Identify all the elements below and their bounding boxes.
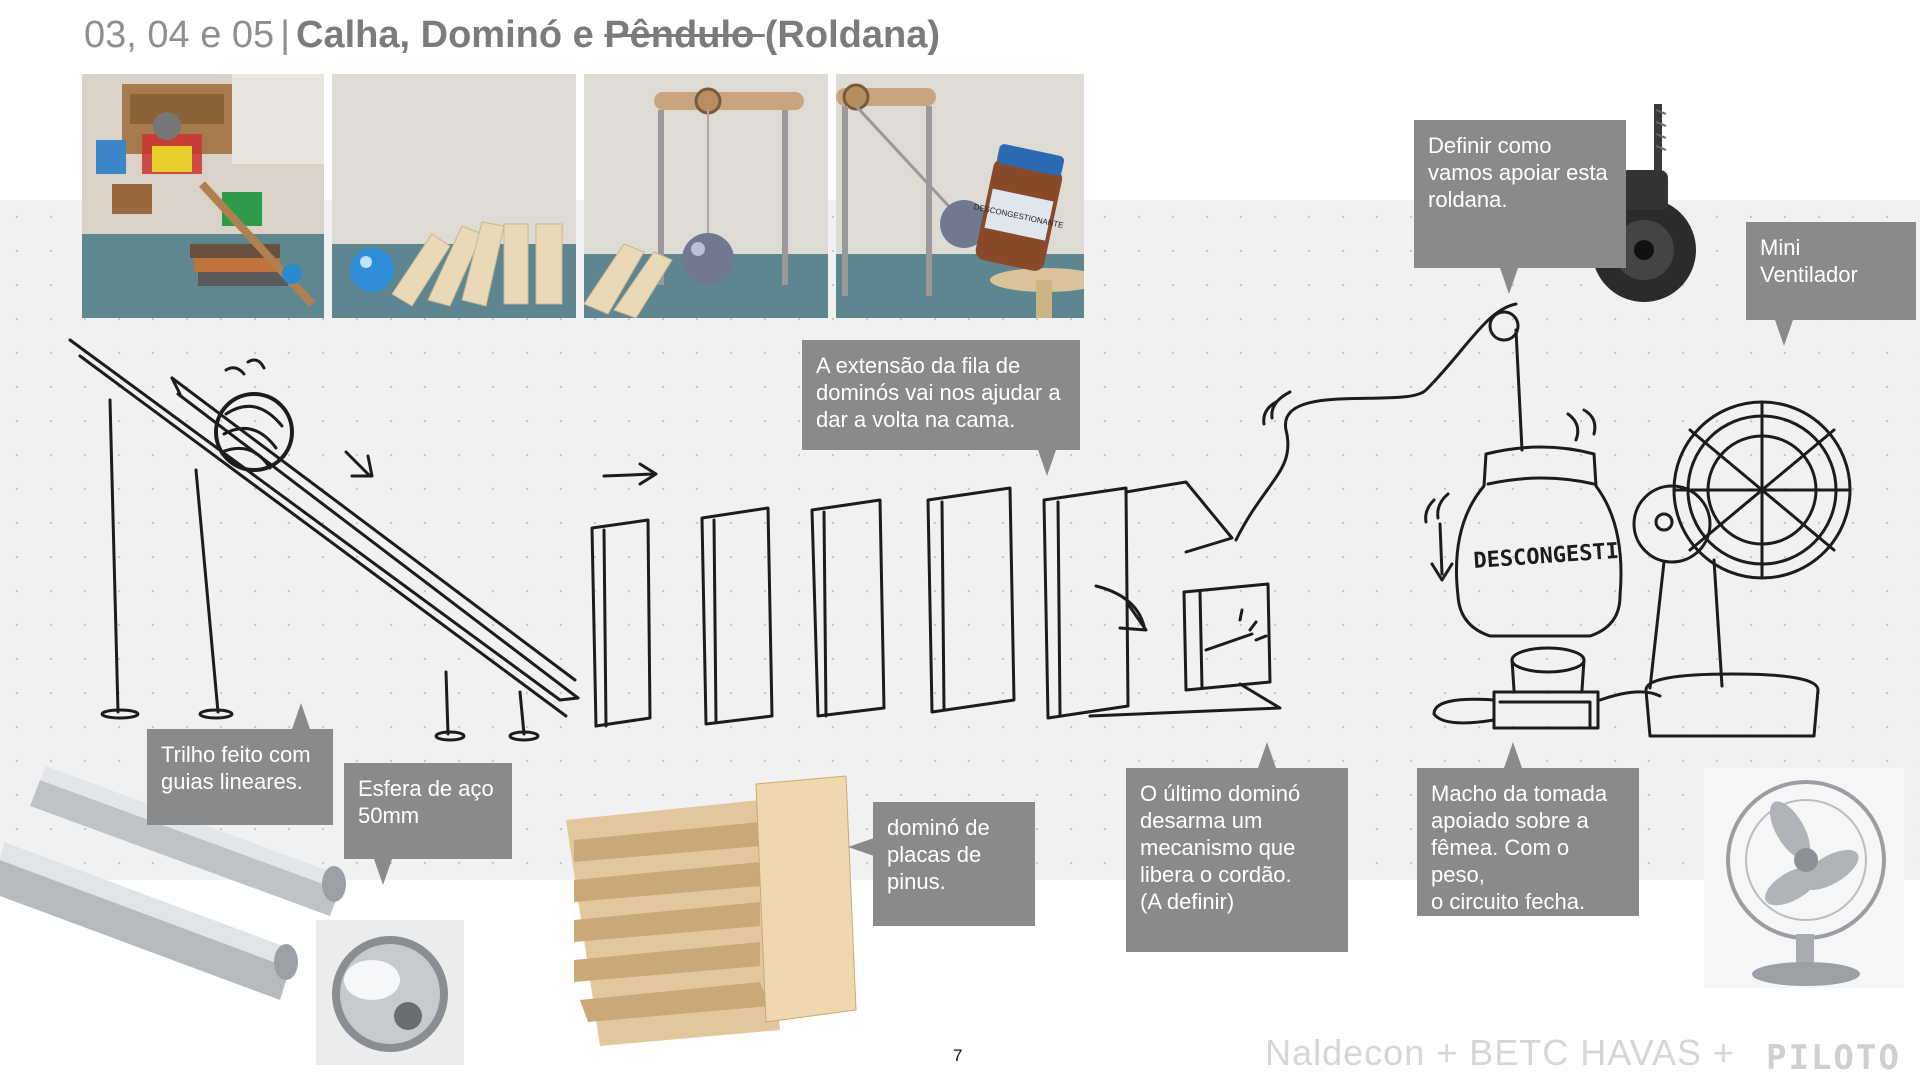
callout-domino: dominó de placas de pinus. <box>873 802 1035 926</box>
callout-macho-tomada-text: Macho da tomada apoiado sobre a fêmea. C… <box>1431 780 1625 915</box>
callout-extensao: A extensão da fila de dominós vai nos aj… <box>802 340 1080 450</box>
callout-esfera-text: Esfera de aço 50mm <box>358 775 498 829</box>
callout-ventilador: Mini Ventilador <box>1746 222 1916 320</box>
ramp-sketch <box>70 340 578 740</box>
callout-trilho: Trilho feito com guias lineares. <box>147 729 333 825</box>
callout-domino-tail <box>848 838 874 856</box>
callout-esfera-tail <box>374 859 392 885</box>
dominoes-sketch <box>592 488 1146 726</box>
plug-socket-sketch <box>1434 648 1660 728</box>
callout-ultimo-domino: O último dominó desarma um mecanismo que… <box>1126 768 1348 952</box>
cord-pulley-sketch <box>1236 304 1595 540</box>
callout-ventilador-text: Mini Ventilador <box>1760 234 1902 288</box>
jar-label-text: DESCONGESTI <box>1473 539 1620 574</box>
callout-trilho-tail <box>292 703 310 729</box>
footer-credits: Naldecon + BETC HAVAS + <box>1265 1032 1735 1074</box>
callout-roldana: Definir como vamos apoiar esta roldana. <box>1414 120 1626 268</box>
callout-trilho-text: Trilho feito com guias lineares. <box>161 741 319 795</box>
steel-ball-photo <box>316 920 464 1065</box>
callout-macho-tomada-tail <box>1504 742 1522 768</box>
callout-domino-text: dominó de placas de pinus. <box>887 814 1021 895</box>
callout-roldana-tail <box>1500 268 1518 294</box>
vintage-fan-photo <box>1704 768 1904 988</box>
footer-logo: PILOTO <box>1766 1038 1901 1078</box>
fan-sketch <box>1634 402 1850 736</box>
callout-ultimo-domino-text: O último dominó desarma um mecanismo que… <box>1140 780 1334 915</box>
callout-esfera: Esfera de aço 50mm <box>344 763 512 859</box>
release-mechanism-sketch <box>1090 482 1280 716</box>
page-number: 7 <box>953 1046 962 1066</box>
callout-ventilador-tail <box>1775 320 1793 346</box>
callout-extensao-tail <box>1038 450 1056 476</box>
pine-planks-photo <box>566 776 856 1046</box>
callout-macho-tomada: Macho da tomada apoiado sobre a fêmea. C… <box>1417 768 1639 916</box>
callout-roldana-text: Definir como vamos apoiar esta roldana. <box>1428 132 1612 213</box>
callout-ultimo-domino-tail <box>1258 742 1276 768</box>
callout-extensao-text: A extensão da fila de dominós vai nos aj… <box>816 352 1066 433</box>
